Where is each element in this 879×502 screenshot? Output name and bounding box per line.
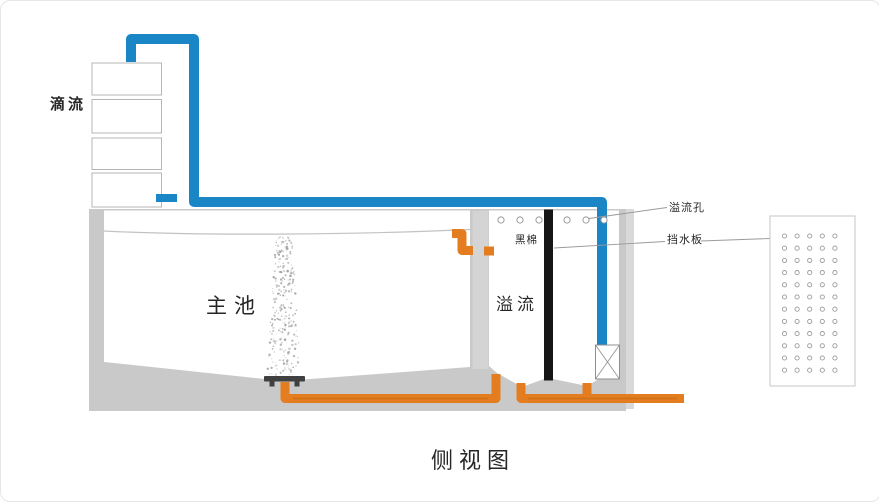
overflow-hole [563, 216, 571, 224]
drip-box [91, 62, 162, 96]
drip-box [91, 172, 162, 208]
overflow-label: 溢流 [496, 295, 538, 314]
pump-box [595, 344, 620, 380]
bubble-column [266, 236, 300, 376]
divider-wall [472, 211, 489, 369]
water-surface-line [103, 228, 471, 235]
drip-tower-label: 滴流 [50, 97, 87, 113]
overflow-hole [535, 216, 543, 224]
baffle-panel [769, 215, 856, 387]
black-cotton-filter [544, 209, 553, 381]
black-cotton-label: 黑棉 [515, 235, 538, 246]
overflow-hole [600, 216, 608, 224]
main-pool-label: 主池 [206, 294, 262, 318]
overflow-left-chamber [489, 210, 544, 387]
leader-line-overflow-hole [588, 207, 668, 219]
blue-supply-pipe [126, 34, 607, 347]
baffle-holes [781, 233, 838, 373]
baffle-plate-label: 挡水板 [667, 234, 703, 246]
diagram-title: 侧视图 [431, 448, 516, 473]
overflow-holes [497, 216, 608, 224]
bottom-drain-plate [264, 376, 305, 387]
leader-line-baffle-left [553, 241, 666, 249]
drip-box [91, 99, 162, 134]
overflow-hole [516, 216, 524, 224]
drip-tower-boxes [91, 62, 162, 208]
overflow-hole [582, 216, 590, 224]
leader-line-baffle-right [700, 238, 771, 242]
main-pool-interior [104, 210, 470, 381]
overflow-hole [497, 216, 505, 224]
right-wall-shading [626, 209, 634, 409]
drip-box [91, 137, 162, 170]
overflow-hole-label: 溢流孔 [669, 202, 705, 214]
tank-intake-pipe [452, 229, 473, 255]
